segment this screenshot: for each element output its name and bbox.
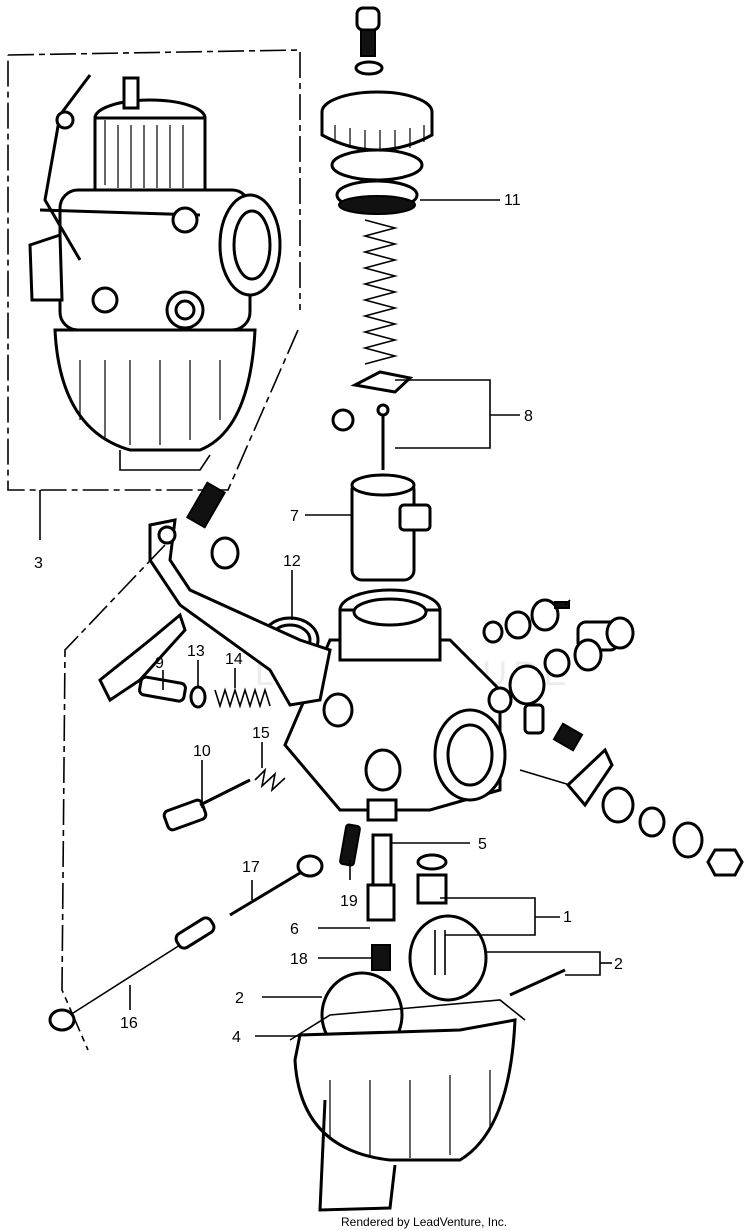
callout-19: 19 bbox=[340, 893, 358, 910]
callout-17: 17 bbox=[242, 859, 260, 876]
callout-7: 7 bbox=[290, 508, 299, 525]
callout-14: 14 bbox=[225, 651, 243, 668]
callout-4: 4 bbox=[232, 1029, 241, 1046]
callout-10: 10 bbox=[193, 743, 211, 760]
callout-8: 8 bbox=[524, 408, 533, 425]
callout-12: 12 bbox=[283, 553, 301, 570]
top-cap-group bbox=[320, 6, 434, 582]
callout-3: 3 bbox=[34, 555, 43, 572]
callout-13: 13 bbox=[187, 643, 205, 660]
callout-2-right: 2 bbox=[614, 956, 623, 973]
callout-15: 15 bbox=[252, 725, 270, 742]
pilot-screws bbox=[138, 675, 286, 832]
throttle-lever bbox=[98, 481, 332, 707]
footer-credit: Rendered by LeadVenture, Inc. bbox=[341, 1215, 507, 1229]
callout-9: 9 bbox=[155, 655, 164, 672]
right-fittings bbox=[482, 598, 744, 877]
callout-6: 6 bbox=[290, 921, 299, 938]
callout-1: 1 bbox=[563, 909, 572, 926]
assembled-carburetor-illustration bbox=[28, 74, 282, 471]
leader-lines bbox=[129, 199, 612, 1037]
lower-parts bbox=[48, 823, 566, 1212]
callout-11: 11 bbox=[504, 192, 521, 209]
assembly-inset bbox=[7, 49, 301, 540]
carburetor-body bbox=[260, 588, 507, 822]
callout-2-left: 2 bbox=[235, 990, 244, 1007]
callout-5: 5 bbox=[478, 836, 487, 853]
callout-16: 16 bbox=[120, 1015, 138, 1032]
callout-18: 18 bbox=[290, 951, 308, 968]
callout-labels: 1 2 2 3 4 5 6 7 8 9 10 11 12 13 14 15 16… bbox=[34, 192, 623, 1046]
